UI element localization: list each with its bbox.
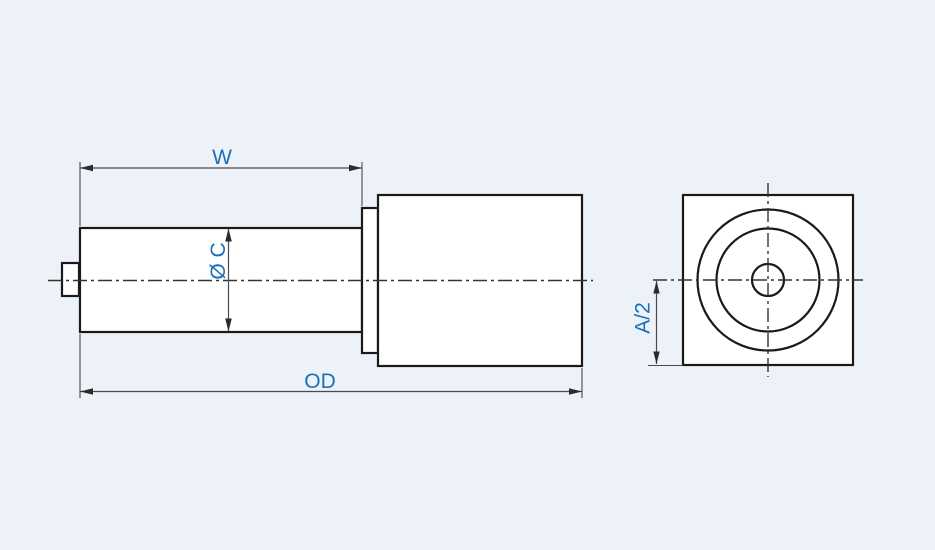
arrow-up-icon <box>225 228 232 242</box>
dimension-shaft-diameter: Ø C <box>207 228 232 332</box>
dimension-overall-length: OD <box>79 334 583 398</box>
arrow-right-icon <box>569 388 582 395</box>
arrow-down-icon <box>225 318 232 332</box>
dim-label-diameter-c: Ø C <box>207 242 230 279</box>
arrow-up-icon <box>653 281 660 294</box>
arrow-down-icon <box>653 351 660 364</box>
arrow-left-icon <box>80 388 93 395</box>
shaft-end-stub <box>60 261 81 298</box>
dimension-half-height: A/2 <box>632 281 683 367</box>
dim-label-od: OD <box>304 370 336 393</box>
arrow-right-icon <box>349 164 362 172</box>
dimension-shaft-length: W <box>79 146 363 226</box>
side-view: W Ø C OD <box>48 146 593 398</box>
front-view: A/2 <box>632 183 863 377</box>
arrow-left-icon <box>80 164 93 172</box>
dim-label-w: W <box>212 146 232 169</box>
dim-label-a2: A/2 <box>632 302 655 334</box>
